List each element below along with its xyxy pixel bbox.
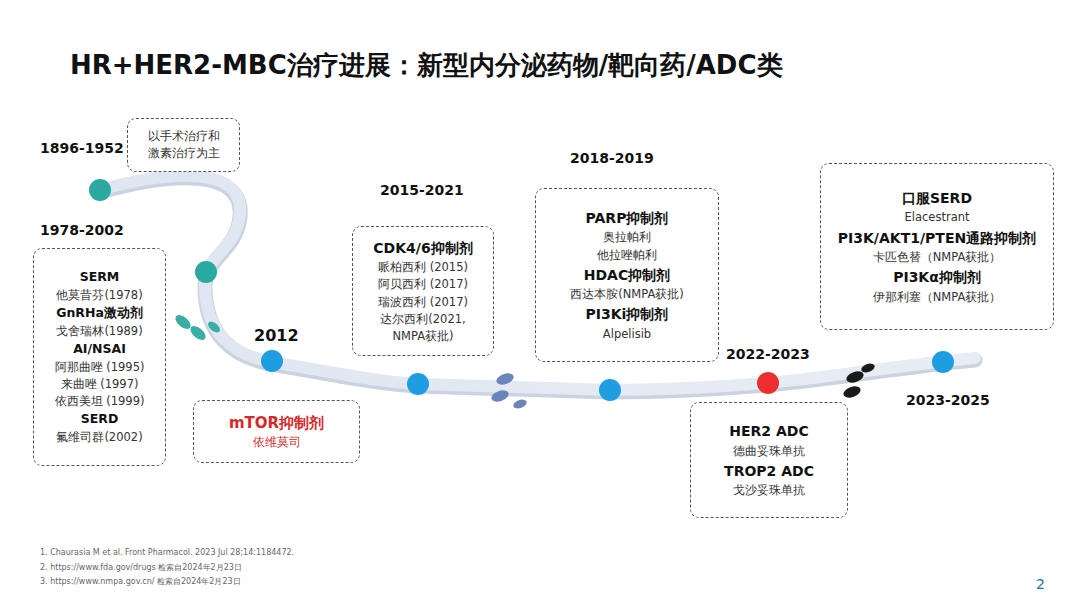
box-text: 依西美坦 (1999): [55, 393, 145, 410]
box-heading: HDAC抑制剂: [584, 264, 670, 286]
box-heading: SERM: [80, 268, 120, 287]
year-label: 2015-2021: [380, 182, 464, 198]
box-text: 阿那曲唑 (1995): [55, 359, 145, 376]
timeline-box: 口服SERDElacestrantPI3K/AKT1/PTEN通路抑制剂卡匹色替…: [820, 163, 1054, 330]
box-text: Alpelisib: [603, 326, 651, 343]
box-heading: HER2 ADC: [729, 420, 808, 442]
footprints: [173, 312, 222, 342]
box-heading: PI3Kα抑制剂: [893, 266, 981, 288]
box-text: 西达本胺(NMPA获批): [570, 286, 684, 303]
box-text: 伊那利塞（NMPA获批）: [873, 289, 1002, 306]
box-text: Elacestrant: [905, 209, 970, 226]
timeline-box: SERM他莫昔芬(1978)GnRHa激动剂戈舍瑞林(1989)AI/NSAI阿…: [33, 248, 166, 466]
year-label: 2012: [254, 326, 299, 345]
box-text: 他莫昔芬(1978): [56, 287, 142, 304]
timeline-box: PARP抑制剂奥拉帕利他拉唑帕利HDAC抑制剂西达本胺(NMPA获批)PI3Ki…: [535, 188, 719, 362]
footnote: 2. https://www.fda.gov/drugs 检索自2024年2月2…: [40, 562, 242, 573]
box-heading: PI3Ki抑制剂: [586, 303, 669, 325]
footnote: 1. Chaurasia M et al. Front Pharmacol. 2…: [40, 548, 294, 557]
box-heading: 口服SERD: [902, 187, 972, 209]
box-text: 戈沙妥珠单抗: [733, 482, 805, 499]
year-label: 1978-2002: [40, 222, 124, 238]
milestone-dot: [932, 351, 954, 373]
year-label: 2022-2023: [726, 346, 810, 362]
box-heading: AI/NSAI: [73, 340, 126, 359]
box-text: 阿贝西利 (2017): [378, 276, 468, 293]
timeline-box: 以手术治疗和 激素治疗为主: [127, 118, 240, 172]
milestone-dot: [599, 379, 621, 401]
box-text: 奥拉帕利: [603, 229, 651, 246]
box-text: 戈舍瑞林(1989): [56, 323, 142, 340]
slide-title: HR+HER2-MBC治疗进展：新型内分泌药物/靶向药/ADC类: [70, 48, 783, 83]
box-text: 氟维司群(2002): [56, 429, 142, 446]
box-text: 他拉唑帕利: [597, 247, 657, 264]
milestone-dot: [407, 373, 429, 395]
footnote: 3. https://www.nmpa.gov.cn/ 检索自2024年2月23…: [40, 576, 241, 587]
box-text: 卡匹色替（NMPA获批）: [873, 249, 1002, 266]
timeline-box: CDK4/6抑制剂哌柏西利 (2015)阿贝西利 (2017)瑞波西利 (201…: [352, 226, 494, 356]
box-text: 来曲唑 (1997): [61, 376, 139, 393]
box-heading: PARP抑制剂: [586, 207, 669, 229]
box-text: 瑞波西利 (2017): [378, 294, 468, 311]
box-heading: PI3K/AKT1/PTEN通路抑制剂: [838, 227, 1036, 249]
timeline-box: mTOR抑制剂依维莫司: [193, 400, 360, 463]
milestone-dot: [757, 372, 779, 394]
milestone-dot: [261, 350, 283, 372]
box-heading: SERD: [81, 410, 119, 429]
box-text: 达尔西利(2021, NMPA获批): [369, 311, 477, 346]
box-text: 哌柏西利 (2015): [378, 259, 468, 276]
milestone-dot: [195, 261, 217, 283]
box-text: 德曲妥珠单抗: [733, 443, 805, 460]
page-number: 2: [1036, 576, 1045, 592]
year-label: 1896-1952: [40, 140, 124, 156]
year-label: 2018-2019: [570, 150, 654, 166]
milestone-dot: [89, 179, 111, 201]
year-label: 2023-2025: [906, 392, 990, 408]
footprints: [490, 371, 528, 410]
footprints: [842, 362, 876, 400]
box-text: 以手术治疗和 激素治疗为主: [144, 128, 224, 163]
box-heading: mTOR抑制剂: [229, 412, 324, 435]
timeline-box: HER2 ADC德曲妥珠单抗TROP2 ADC戈沙妥珠单抗: [690, 402, 848, 518]
box-heading: TROP2 ADC: [724, 460, 814, 482]
box-heading: GnRHa激动剂: [56, 304, 143, 323]
box-text: 依维莫司: [253, 434, 301, 451]
box-heading: CDK4/6抑制剂: [373, 237, 472, 259]
